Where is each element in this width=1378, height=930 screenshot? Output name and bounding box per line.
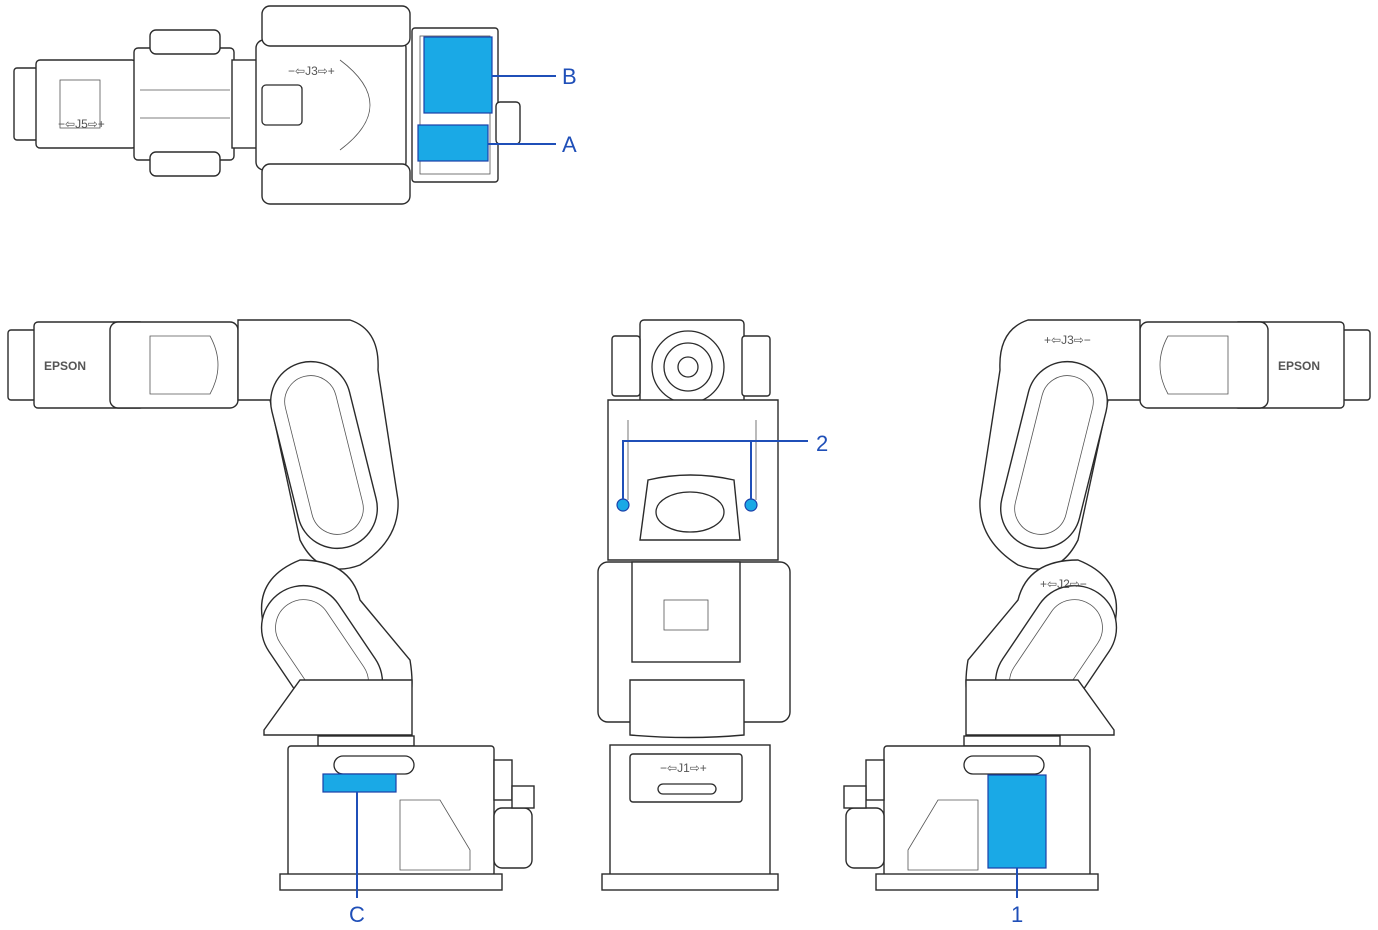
callout-1: 1 bbox=[1011, 902, 1023, 927]
left-side-view: EPSON bbox=[7, 319, 535, 891]
label-area-1 bbox=[987, 774, 1047, 869]
engraving-brand-left: EPSON bbox=[44, 359, 86, 373]
engraving-j1: −⇦J1⇨+ bbox=[660, 761, 707, 775]
engraving-j3-top: −⇦J3⇨+ bbox=[288, 64, 335, 78]
engraving-brand-right: EPSON bbox=[1278, 359, 1320, 373]
label-point-2-left bbox=[616, 498, 630, 512]
label-area-a bbox=[417, 124, 489, 162]
callout-2: 2 bbox=[816, 431, 828, 456]
callout-b: B bbox=[562, 64, 577, 89]
engraving-j2: +⇦J2⇨− bbox=[1040, 577, 1087, 591]
label-area-b bbox=[423, 36, 493, 114]
leader-2 bbox=[622, 440, 808, 499]
right-side-view bbox=[843, 319, 1371, 891]
label-point-2-right bbox=[744, 498, 758, 512]
label-area-c bbox=[322, 773, 397, 793]
callout-a: A bbox=[562, 132, 577, 157]
engraving-j5: −⇦J5⇨+ bbox=[58, 117, 105, 131]
top-view: −⇦J5⇨+ −⇦J3⇨+ bbox=[13, 5, 521, 205]
engraving-j3-side: +⇦J3⇨− bbox=[1044, 333, 1091, 347]
front-view: −⇦J1⇨+ bbox=[597, 319, 791, 891]
callout-c: C bbox=[349, 902, 365, 927]
